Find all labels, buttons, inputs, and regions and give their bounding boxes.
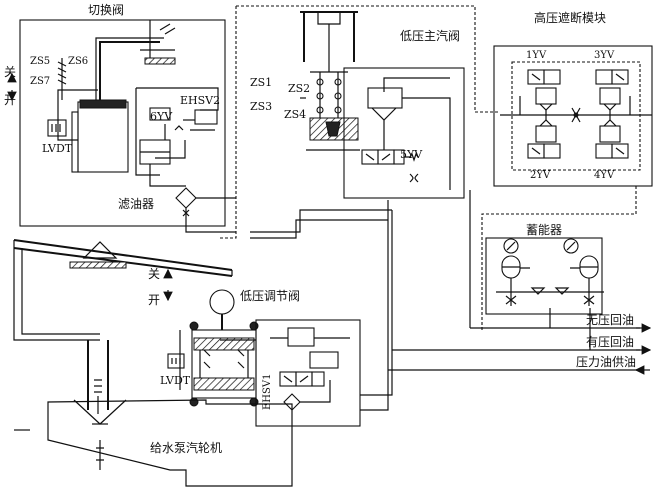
label-off-2: 关	[148, 267, 160, 281]
feed-pump-turbine	[14, 399, 293, 487]
label-2yv: 2YV	[530, 170, 551, 181]
switch-valve-panel	[19, 19, 236, 233]
label-oil-filter: 滤油器	[118, 197, 154, 211]
label-lp-control-valve: 低压调节阀	[240, 289, 300, 303]
label-zs1: ZS1	[250, 76, 272, 89]
label-unpressurized-return: 无压回油	[586, 313, 634, 327]
label-lp-main-valve: 低压主汽阀	[400, 28, 460, 43]
lever-linkage	[13, 239, 233, 414]
label-lvdt-2: LVDT	[160, 374, 191, 387]
label-on-1: 开	[4, 93, 16, 107]
label-zs3: ZS3	[250, 100, 272, 113]
label-zs2: ZS2	[288, 82, 310, 95]
label-3yv: 3YV	[594, 50, 615, 61]
label-pressurized-return: 有压回油	[586, 335, 634, 349]
label-hp-trip-module: 高压遮断模块	[534, 10, 606, 25]
label-ehsv2: EHSV2	[180, 94, 220, 107]
label-6yv: 6YV	[150, 110, 173, 123]
label-zs5: ZS5	[30, 56, 50, 67]
label-lvdt-1: LVDT	[42, 142, 73, 155]
label-feed-pump-turbine: 给水泵汽轮机	[150, 440, 222, 455]
label-1yv: 1YV	[526, 50, 547, 61]
accumulator-panel	[485, 237, 604, 315]
oil-lines	[250, 190, 640, 411]
label-ehsv1: EHSV1	[262, 374, 273, 410]
label-off-1: 关	[4, 65, 16, 79]
label-5yv: 5YV	[400, 148, 423, 161]
lp-main-steam-valve-assembly	[300, 11, 465, 199]
label-pressure-supply: 压力油供油	[576, 355, 636, 369]
lp-control-valve-assembly	[167, 289, 361, 427]
hp-trip-module-panel	[493, 45, 653, 187]
label-on-2: 开	[148, 293, 160, 307]
label-accumulator: 蓄能器	[526, 223, 562, 237]
label-4yv: 4YV	[594, 170, 615, 181]
label-switch-valve: 切换阀	[88, 3, 124, 17]
label-zs6: ZS6	[68, 56, 88, 67]
label-zs4: ZS4	[284, 108, 306, 121]
label-zs7: ZS7	[30, 76, 50, 87]
